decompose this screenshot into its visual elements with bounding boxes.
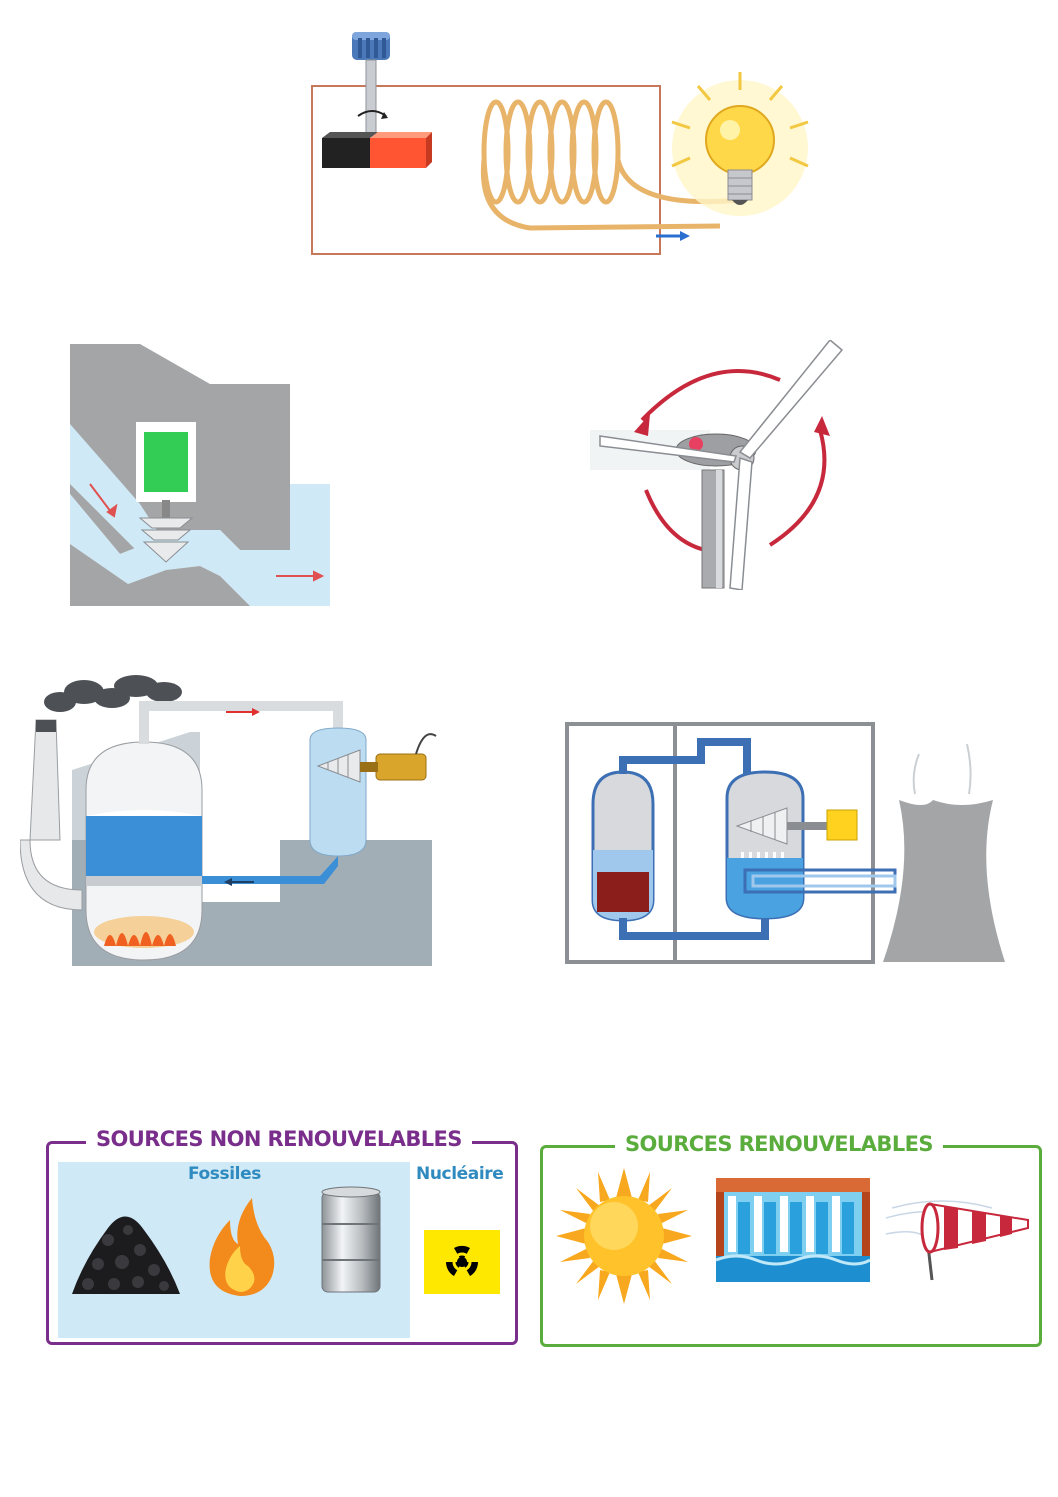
renewable-title: SOURCES RENOUVELABLES	[615, 1132, 943, 1156]
thermal-plant-diagram	[20, 670, 440, 970]
water-return-pipe	[202, 856, 338, 884]
hydro-plant-diagram	[70, 344, 330, 606]
condenser-icon	[309, 727, 367, 857]
dam-waterfall-icon	[716, 1178, 870, 1282]
oil-barrel-icon	[320, 1186, 382, 1298]
current-arrow-icon	[656, 231, 690, 241]
nuclear-plant-diagram	[565, 720, 1025, 970]
primary-loop-pipe	[619, 738, 769, 940]
water-flow-arrow-icon	[89, 483, 325, 582]
coal-pile-icon	[68, 1200, 184, 1298]
ground	[70, 544, 250, 606]
flame-burner-icon	[94, 916, 194, 948]
reactor-vessel-icon	[591, 770, 655, 922]
non-renewable-title: SOURCES NON RENOUVELABLES	[86, 1127, 472, 1151]
sun-icon	[556, 1168, 692, 1304]
water-arrow-icon	[224, 878, 254, 886]
crank-handle-icon	[352, 32, 390, 137]
flame-icon	[204, 1196, 278, 1300]
fossil-label: Fossiles	[188, 1164, 261, 1184]
magnet-icon	[322, 132, 432, 168]
turbine-icon	[138, 517, 194, 563]
steam-generator-icon	[725, 770, 805, 920]
steam-pipe	[139, 701, 343, 744]
reservoir-water	[70, 404, 330, 606]
chimney-icon	[20, 719, 83, 911]
light-bulb-icon	[671, 72, 809, 216]
alternator-icon	[136, 422, 196, 518]
nuclear-label: Nucléaire	[416, 1164, 504, 1184]
cooling-loop-pipe	[743, 868, 897, 894]
steam-dots-icon	[741, 852, 784, 858]
steam-arrow-icon	[226, 708, 260, 716]
generator-diagram	[300, 20, 820, 270]
windsock-icon	[882, 1184, 1032, 1284]
coil-icon	[480, 99, 741, 231]
radiation-sign-icon	[424, 1230, 500, 1294]
alternator-icon	[360, 733, 437, 781]
smoke-icon	[44, 675, 182, 712]
penstock-water	[70, 424, 166, 554]
rotor-blades-icon	[599, 340, 844, 590]
wind-turbine-diagram	[590, 340, 860, 590]
alternator-icon	[787, 809, 858, 841]
cooling-tower-icon	[883, 743, 1005, 962]
boiler-icon	[85, 741, 203, 961]
